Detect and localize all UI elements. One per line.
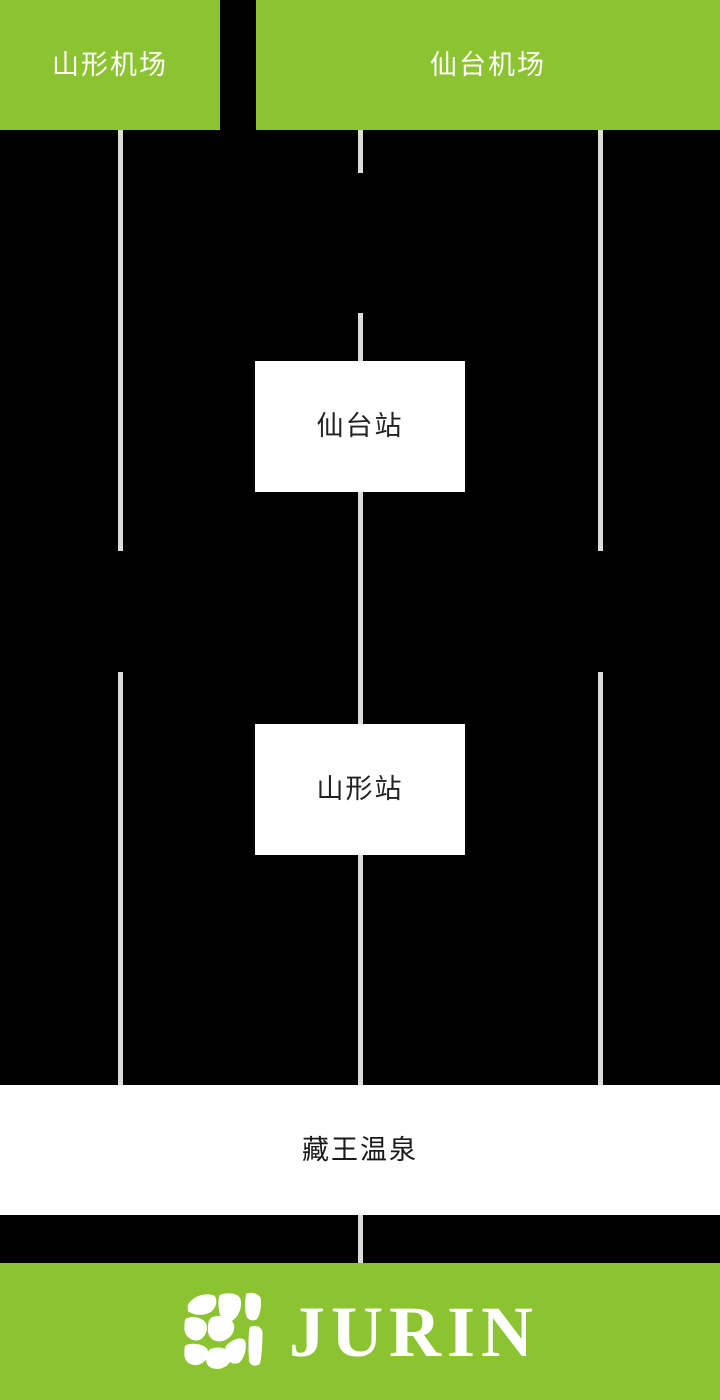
station-yamagata-label: 山形站 xyxy=(316,774,404,804)
terminal-yamagata-airport[interactable]: 山形机场 xyxy=(0,0,220,130)
route-line-center-seg1 xyxy=(358,130,363,173)
terminal-sendai-airport[interactable]: 仙台机场 xyxy=(256,0,720,130)
brand-wordmark: JURIN xyxy=(288,1291,539,1372)
station-yamagata[interactable]: 山形站 xyxy=(255,724,465,855)
destination-zao-onsen-label: 藏王温泉 xyxy=(302,1134,418,1165)
route-line-right-upper xyxy=(598,130,603,551)
route-line-center-seg2 xyxy=(358,313,363,361)
stone-mosaic-logo-icon xyxy=(184,1292,263,1369)
route-line-center-seg4 xyxy=(358,855,363,1085)
route-line-center-seg3 xyxy=(358,492,363,724)
brand-footer: JURIN xyxy=(0,1263,720,1400)
route-line-center-seg5 xyxy=(358,1215,363,1263)
route-line-left-lower xyxy=(118,672,123,1085)
station-sendai[interactable]: 仙台站 xyxy=(255,361,465,492)
terminal-yamagata-airport-label: 山形机场 xyxy=(52,49,168,80)
terminal-sendai-airport-label: 仙台机场 xyxy=(430,49,546,80)
station-sendai-label: 仙台站 xyxy=(316,411,404,441)
route-line-left-upper xyxy=(118,130,123,551)
route-line-right-lower xyxy=(598,672,603,1085)
destination-zao-onsen[interactable]: 藏王温泉 xyxy=(0,1085,720,1215)
